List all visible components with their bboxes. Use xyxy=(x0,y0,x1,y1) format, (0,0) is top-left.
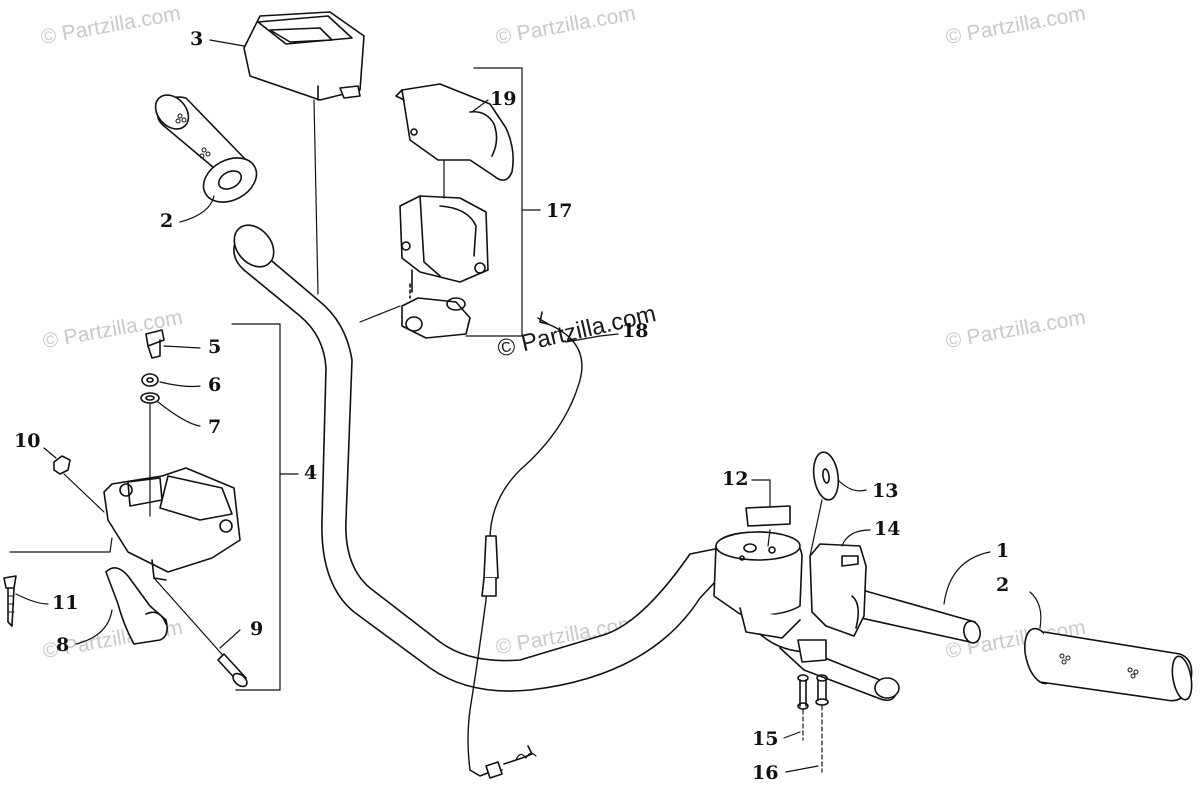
callout-14: 14 xyxy=(874,518,901,540)
callout-17: 17 xyxy=(546,200,573,222)
callout-1: 1 xyxy=(996,540,1010,562)
callout-12: 12 xyxy=(722,468,749,490)
control-housing xyxy=(3,329,248,688)
callout-4: 4 xyxy=(304,462,318,484)
callout-11: 11 xyxy=(52,592,79,614)
callout-2: 2 xyxy=(160,210,174,232)
left-grip xyxy=(154,94,258,203)
callout-3: 3 xyxy=(190,28,204,50)
throttle-housing xyxy=(399,195,489,339)
callout-10: 10 xyxy=(14,430,41,452)
callout-15: 15 xyxy=(752,728,779,750)
callout-7: 7 xyxy=(208,416,222,438)
brake-master xyxy=(713,451,900,773)
right-grip xyxy=(1024,627,1193,702)
callout-8: 8 xyxy=(56,634,70,656)
callout-5: 5 xyxy=(208,336,222,358)
callout-18: 19 xyxy=(490,88,517,110)
leader-lines xyxy=(15,39,1042,773)
throttle-case-top xyxy=(395,83,514,181)
callout-6: 6 xyxy=(208,374,222,396)
callout-16: 16 xyxy=(752,762,779,784)
handlebar xyxy=(233,224,981,692)
callout-13: 13 xyxy=(872,480,899,502)
callout-19: 18 xyxy=(622,320,649,342)
throttle-cable xyxy=(467,311,583,779)
callout-9: 9 xyxy=(250,618,264,640)
callout-2-right: 2 xyxy=(996,574,1010,596)
switch-cover xyxy=(243,11,365,101)
